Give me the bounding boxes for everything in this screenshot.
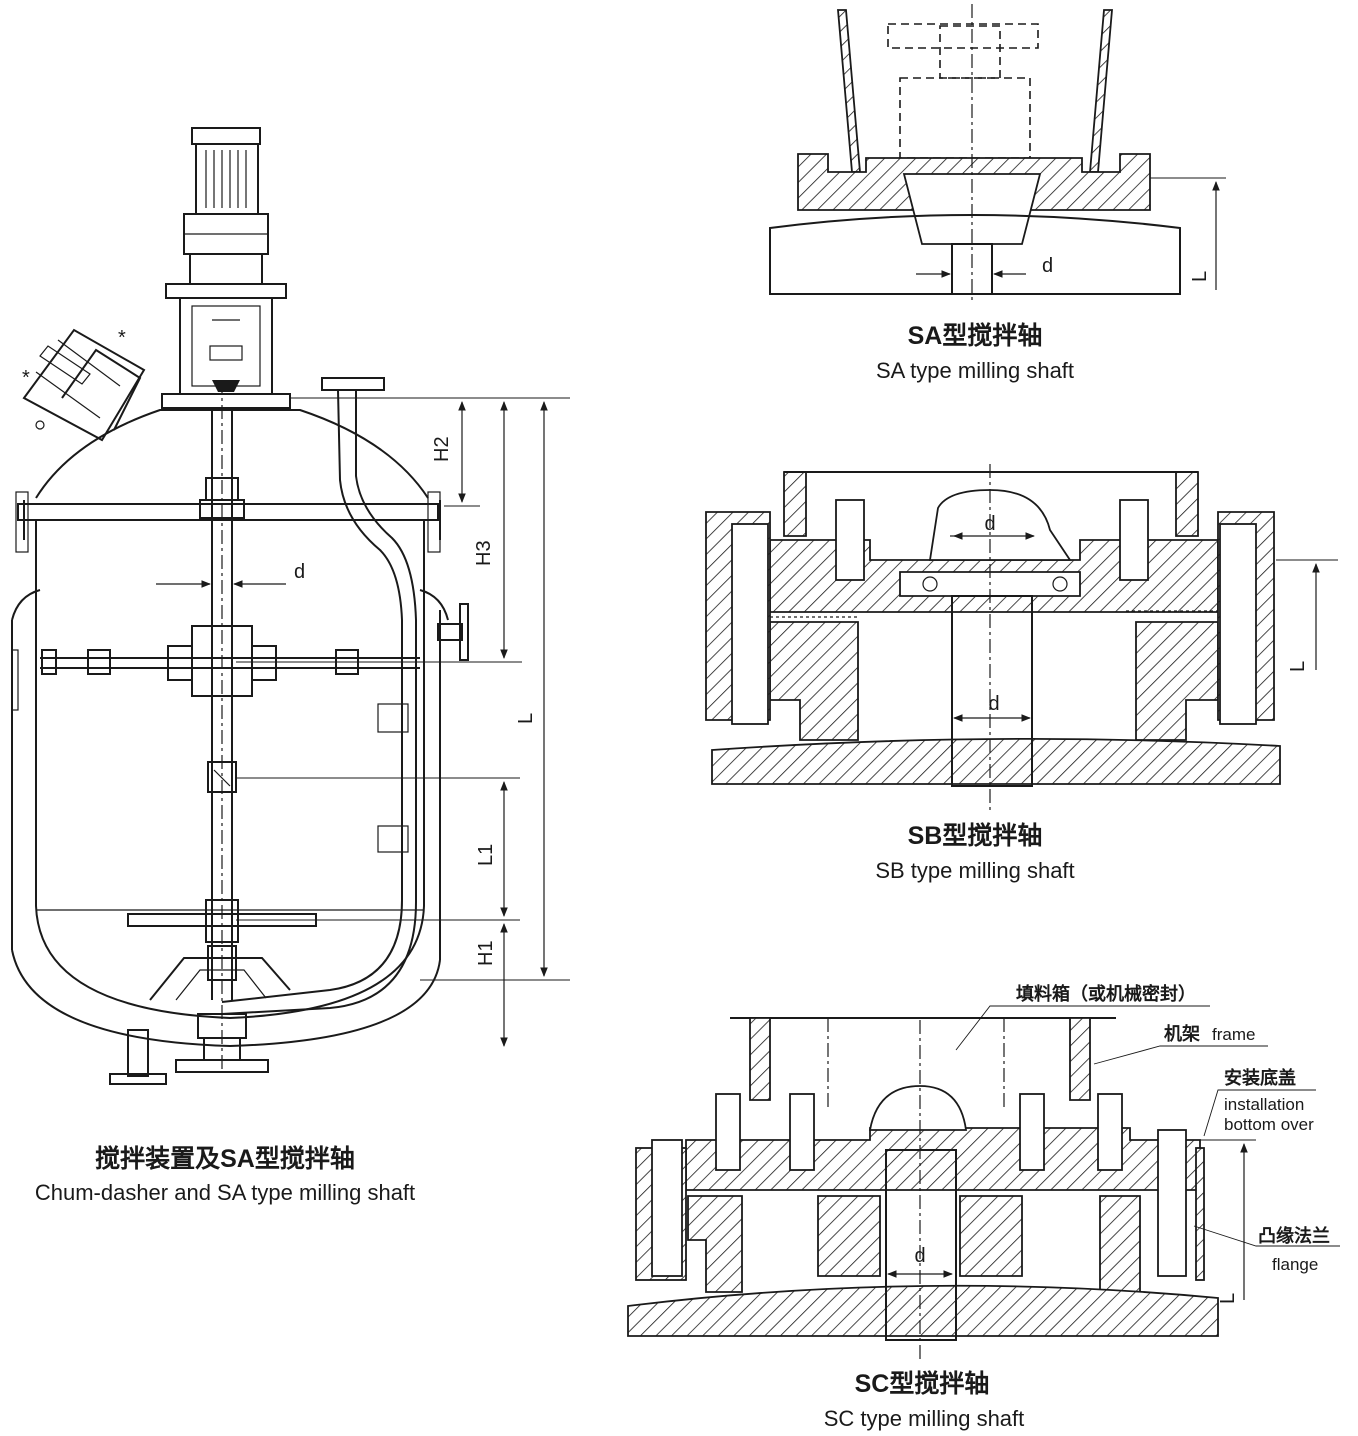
dim-h1: H1 <box>475 940 497 966</box>
sc-caption-en: SC type milling shaft <box>824 1406 1025 1431</box>
callout-stuffing-box: 填料箱（或机械密封） <box>1016 983 1196 1004</box>
sa-detail: d L SA型搅拌轴 SA type milling shaft <box>769 4 1226 383</box>
dim-h3: H3 <box>473 540 495 566</box>
sb-dim-d-bottom: d <box>988 693 999 715</box>
sc-caption-cn: SC型搅拌轴 <box>855 1369 990 1398</box>
sa-dim-l: L <box>1189 271 1211 282</box>
manhole-nozzle: * * <box>22 327 146 442</box>
sc-detail: d L 填料箱（或机械密封） 机架 frame 安装底盖 installatio… <box>627 983 1340 1431</box>
dim-d-vessel: d <box>294 561 305 583</box>
callout-install-cover-en-2: bottom over <box>1224 1115 1314 1134</box>
dim-l1: L1 <box>475 844 497 866</box>
sb-detail: d d L SB型搅拌轴 SB type milling shaft <box>705 464 1338 883</box>
sc-dim-d: d <box>914 1245 925 1267</box>
inlet-pipe <box>221 377 417 1015</box>
sb-dim-d-top: d <box>984 513 995 535</box>
motor-icon <box>183 127 269 285</box>
callout-install-cover-en-1: installation <box>1224 1095 1304 1114</box>
callout-install-cover-cn: 安装底盖 <box>1224 1067 1296 1088</box>
frame-bracket <box>161 283 291 409</box>
sb-dim-l: L <box>1287 661 1309 672</box>
sb-caption-cn: SB型搅拌轴 <box>908 821 1043 850</box>
dim-h2: H2 <box>431 436 453 462</box>
agitator-shaft <box>40 380 420 1070</box>
dim-l-vessel: L <box>515 713 537 724</box>
sa-caption-cn: SA型搅拌轴 <box>908 321 1043 350</box>
vessel-figure: * * <box>11 127 570 1205</box>
svg-text:*: * <box>22 367 30 389</box>
vessel-dimensions <box>156 397 570 1047</box>
sa-dim-d: d <box>1042 255 1053 277</box>
vessel-shell <box>11 409 469 1048</box>
sa-caption-en: SA type milling shaft <box>876 358 1074 383</box>
sc-dim-l: L <box>1217 1293 1239 1304</box>
sb-caption-en: SB type milling shaft <box>875 858 1074 883</box>
svg-text:*: * <box>118 327 126 349</box>
callout-flange-cn: 凸缘法兰 <box>1258 1225 1330 1246</box>
vessel-caption-en: Chum-dasher and SA type milling shaft <box>35 1180 415 1205</box>
callout-flange-en: flange <box>1272 1255 1318 1274</box>
vessel-caption-cn: 搅拌装置及SA型搅拌轴 <box>95 1144 355 1173</box>
callout-frame-en: frame <box>1212 1025 1255 1044</box>
callout-frame-cn: 机架 <box>1164 1023 1200 1044</box>
bottom-outlet <box>109 1013 269 1085</box>
